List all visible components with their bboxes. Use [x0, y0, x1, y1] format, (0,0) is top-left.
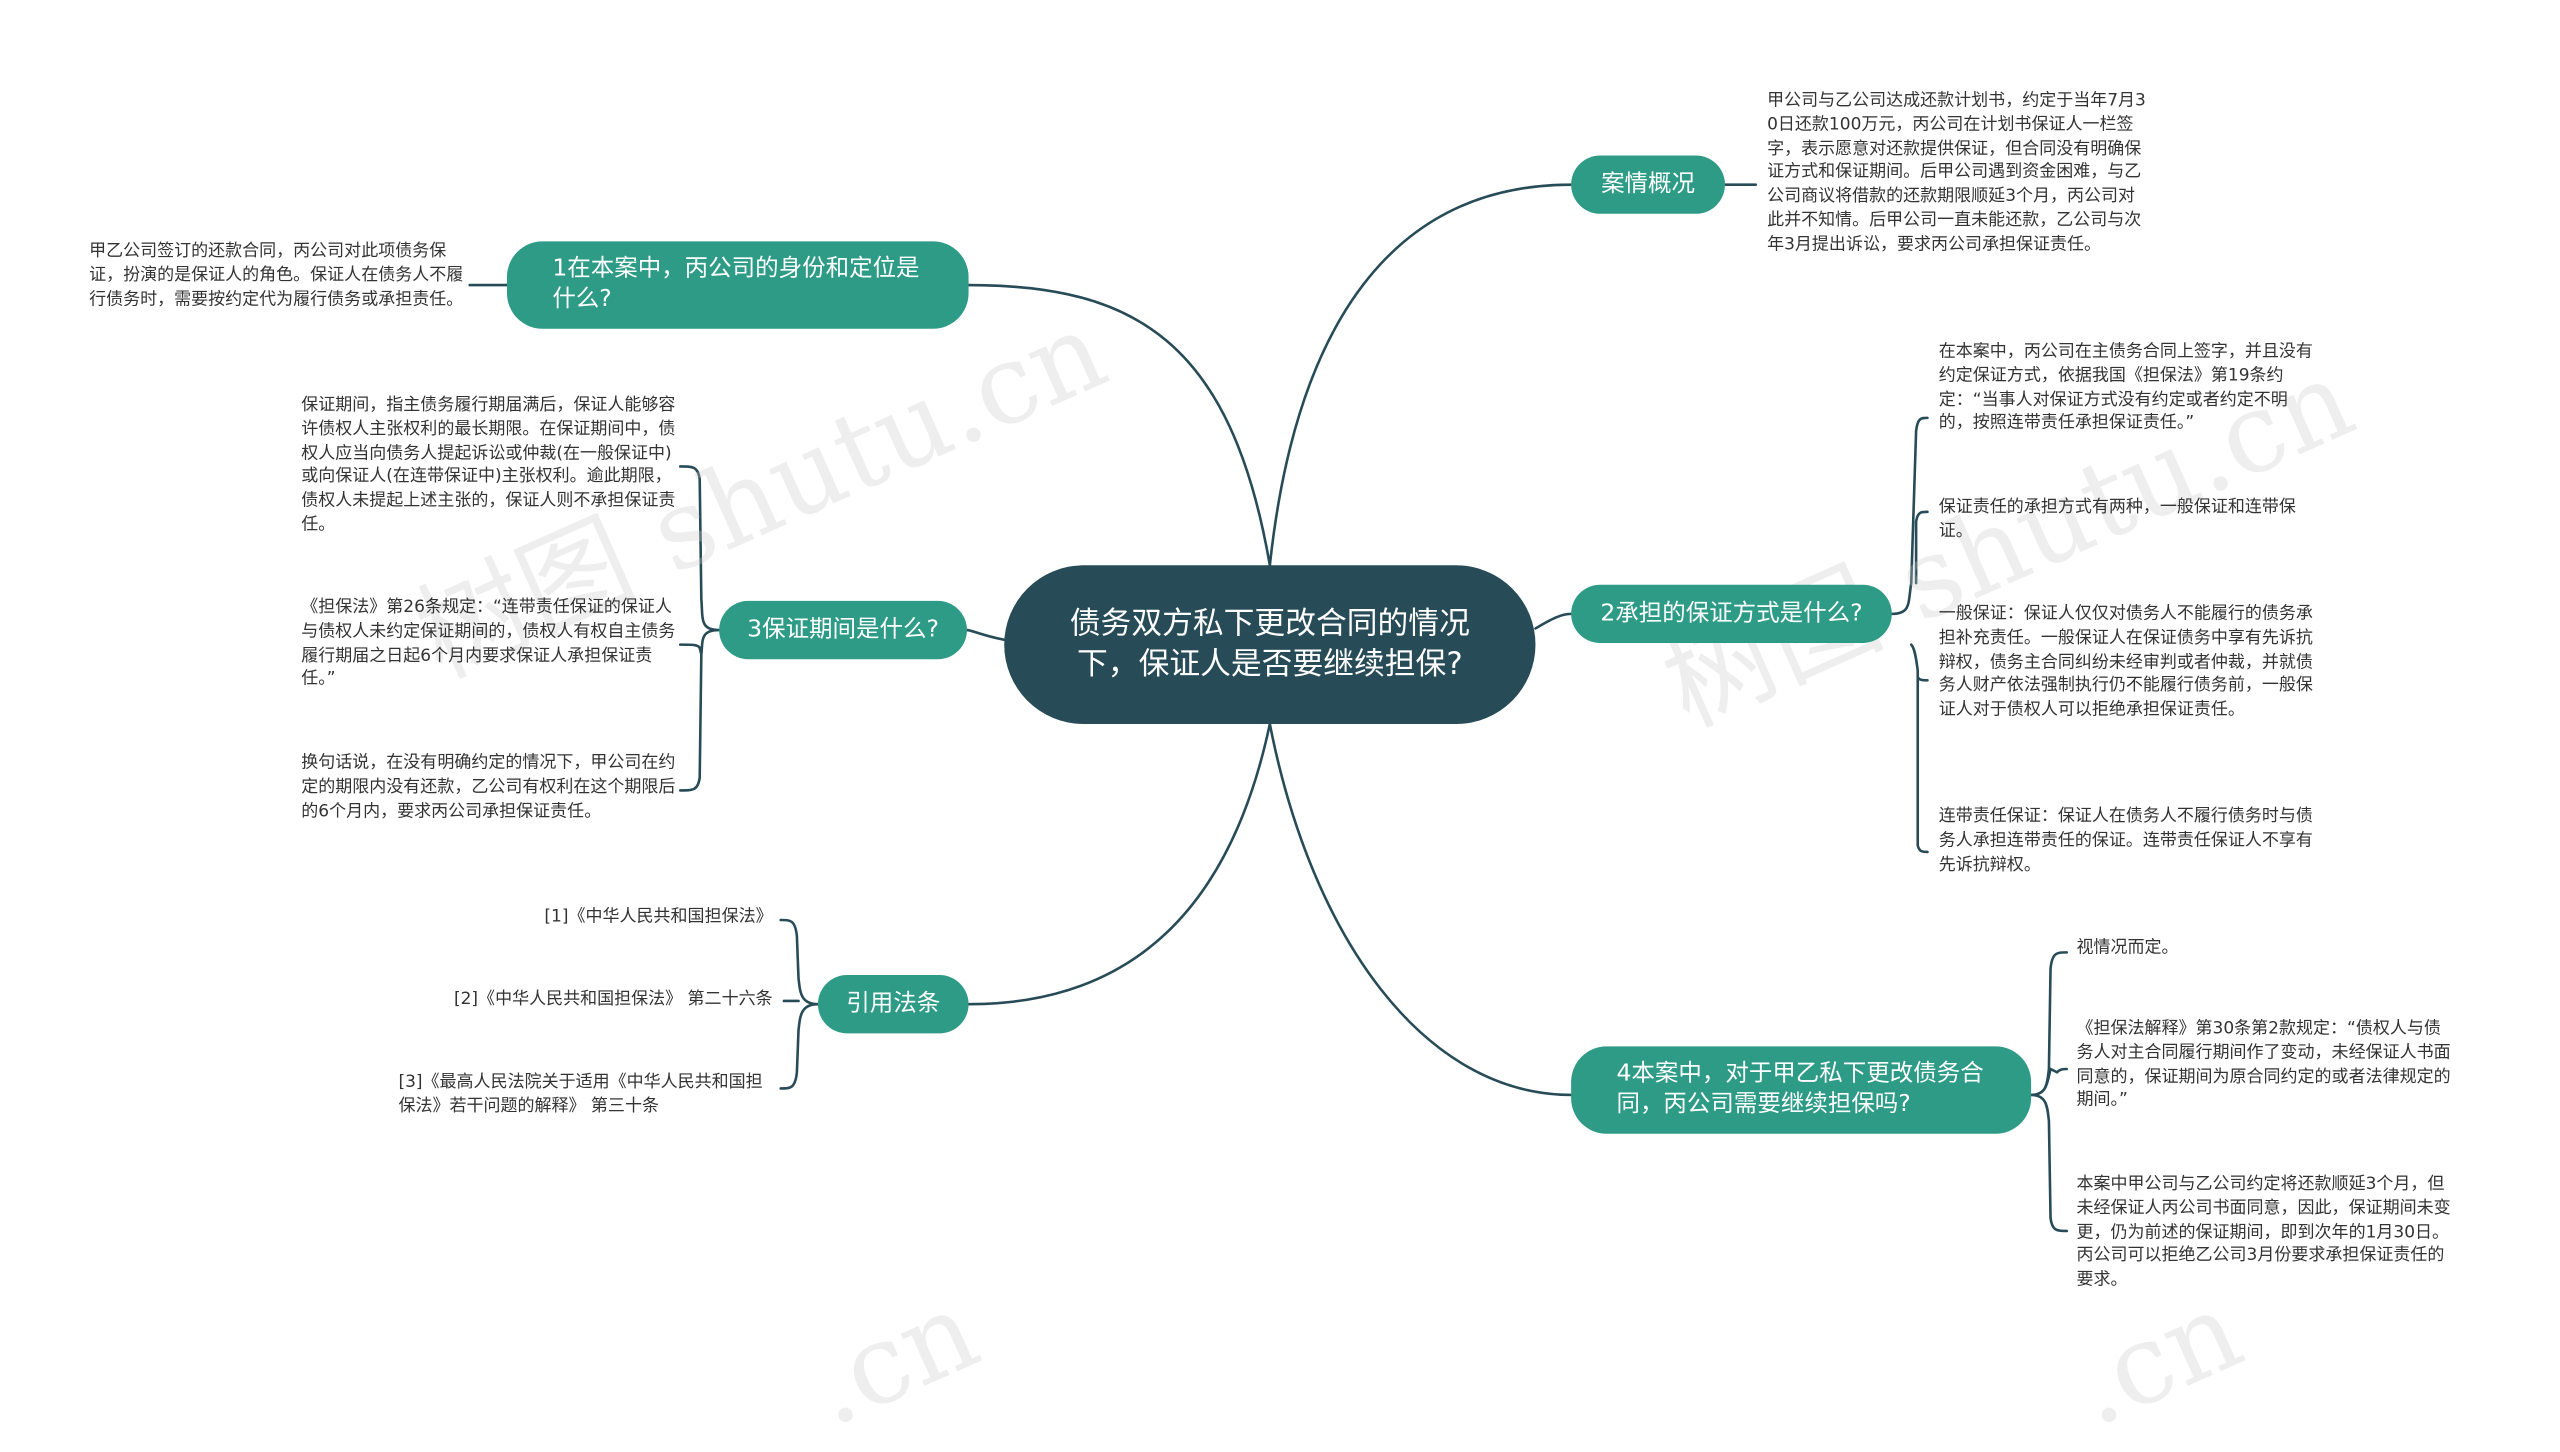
- q2-answer-text: 在本案中，丙公司在主债务合同上签字，并且没有约定保证方式，依据我国《担保法》第1…: [1938, 341, 2313, 434]
- link-root-case: [1268, 183, 1573, 567]
- law-reference: [2]《中华人民共和国担保法》 第二十六条: [453, 989, 773, 1010]
- link-root-q1: [967, 283, 1272, 567]
- link-root-q3: [965, 628, 1006, 642]
- q3-answer-text: 换句话说，在没有明确约定的情况下，甲公司在约定的期限内没有还款，乙公司有权利在这…: [301, 753, 676, 821]
- case-overview-text: 甲公司与乙公司达成还款计划书，约定于当年7月30日还款100万元，丙公司在计划书…: [1767, 90, 2146, 254]
- branch-q2[interactable]: 2承担的保证方式是什么?: [1571, 584, 1892, 644]
- branch-q4[interactable]: 4本案中，对于甲乙私下更改债务合同，丙公司需要继续担保吗?: [1571, 1046, 2032, 1134]
- link-root-laws: [967, 722, 1272, 1006]
- law-reference: [1]《中华人民共和国担保法》: [544, 907, 773, 927]
- branch-laws[interactable]: 引用法条: [817, 975, 969, 1034]
- q4-answer-text: 《担保法解释》第30条第2款规定：“债权人与债务人对主合同履行期间作了变动，未经…: [2076, 1018, 2451, 1111]
- branch-case-overview[interactable]: 案情概况: [1571, 155, 1725, 214]
- q2-answer-text: 连带责任保证：保证人在债务人不履行债务时与债务人承担连带责任的保证。连带责任保证…: [1938, 806, 2313, 874]
- q4-answer-text: 视情况而定。: [2076, 937, 2179, 958]
- root-topic[interactable]: 债务双方私下更改合同的情况下，保证人是否要继续担保?: [1004, 565, 1536, 725]
- q1-answer-text: 甲乙公司签订的还款合同，丙公司对此项债务保证，扮演的是保证人的角色。保证人在债务…: [89, 241, 464, 309]
- q4-answer-text: 本案中甲公司与乙公司约定将还款顺延3个月，但未经保证人丙公司书面同意，因此，保证…: [2076, 1174, 2451, 1290]
- q3-answer-text: 《担保法》第26条规定：“连带责任保证的保证人与债权人未约定保证期间的，债权人有…: [301, 597, 676, 690]
- connector-lines: [468, 183, 2069, 1233]
- mind-map-canvas: 树图 shutu.cn 树图 shutu.cn .cn .cn 债务双方私下更改…: [89, 90, 2451, 1452]
- q2-answer-text: 保证责任的承担方式有两种，一般保证和连带保证。: [1938, 497, 2296, 541]
- bracket-q3: [678, 465, 721, 792]
- bracket-q2: [1890, 416, 1929, 854]
- branch-q3[interactable]: 3保证期间是什么?: [719, 600, 967, 660]
- q3-answer-text: 保证期间，指主债务履行期届满后，保证人能够容许债权人主张权利的最长期限。在保证期…: [301, 395, 676, 535]
- q2-answer-text: 一般保证：保证人仅仅对债务人不能履行的债务承担补充责任。一般保证人在保证债务中享…: [1938, 604, 2313, 720]
- link-root-q2: [1534, 612, 1573, 630]
- bracket-q4: [2029, 951, 2069, 1233]
- bracket-laws: [779, 918, 820, 1090]
- law-reference: [3]《最高人民法院关于适用《中华人民共和国担保法》若干问题的解释》 第三十条: [398, 1072, 763, 1116]
- branch-q1[interactable]: 1在本案中，丙公司的身份和定位是什么?: [506, 241, 969, 329]
- link-root-q4: [1268, 722, 1573, 1097]
